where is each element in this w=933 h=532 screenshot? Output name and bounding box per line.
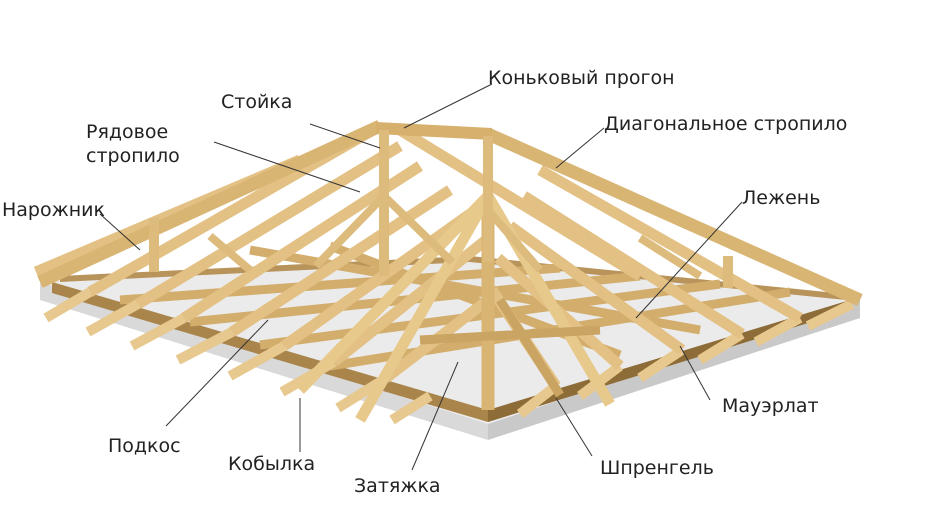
label-ridge-purlin: Коньковый прогон — [488, 67, 675, 89]
label-diagonal-rafter: Диагональное стропило — [604, 113, 848, 135]
label-truss-support: Шпренгель — [600, 457, 714, 479]
label-rafter-tail: Кобылка — [228, 453, 316, 475]
leader-lines — [99, 83, 743, 471]
rafter-tails — [43, 287, 855, 425]
label-sill-beam: Лежень — [742, 187, 821, 209]
label-jack-rafter: Нарожник — [2, 199, 105, 221]
struts — [207, 193, 703, 280]
label-post: Стойка — [221, 91, 293, 113]
label-wall-plate: Мауэрлат — [722, 395, 819, 417]
shprengel — [419, 297, 601, 398]
label-common-rafter: Рядовое стропило — [86, 121, 180, 167]
label-strut: Подкос — [108, 435, 181, 457]
label-tie-beam: Затяжка — [354, 475, 441, 497]
posts — [149, 130, 733, 288]
ridge-purlin — [376, 122, 492, 140]
